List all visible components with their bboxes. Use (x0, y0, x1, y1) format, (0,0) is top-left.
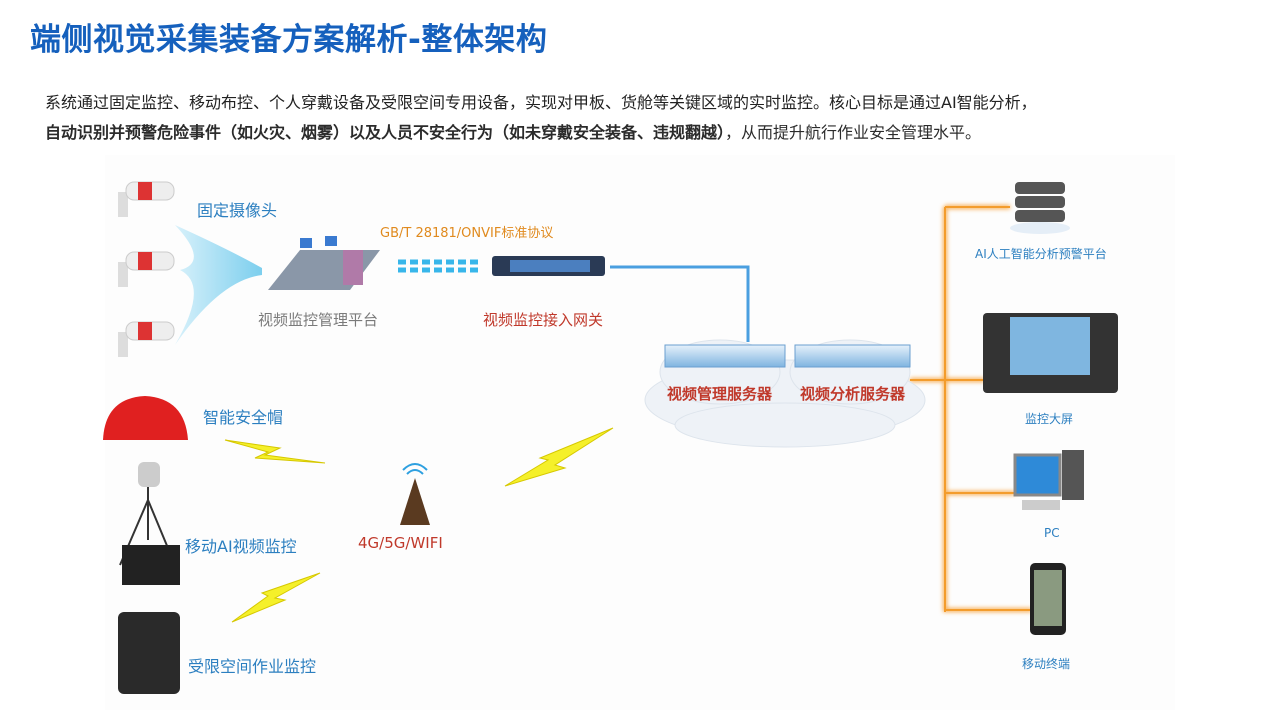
analysis-server-label: 视频分析服务器 (800, 385, 906, 403)
camera-icon (118, 181, 175, 357)
database-icon (1010, 182, 1070, 234)
lightning-icon (224, 427, 614, 623)
case-icon (122, 545, 180, 585)
signal-waves (175, 225, 262, 345)
access-gateway-label: 视频监控接入网关 (483, 311, 604, 329)
blue-link (610, 265, 750, 342)
tower-icon (400, 463, 430, 525)
server-icon (664, 344, 786, 368)
mgmt-server-label: 视频管理服务器 (667, 385, 773, 403)
intro-line-1: 系统通过固定监控、移动布控、个人穿戴设备及受限空间专用设备，实现对甲板、货舱等关… (45, 93, 1037, 112)
platform-icon (268, 236, 380, 290)
intro-rest: ，从而提升航行作业安全管理水平。 (725, 123, 982, 142)
page-title: 端侧视觉采集装备方案解析-整体架构 (30, 22, 548, 58)
intro-highlight: 自动识别并预警危险事件（如火灾、烟雾）以及人员不安全行为（如未穿戴安全装备、违规… (45, 123, 726, 142)
video-wall-icon (983, 313, 1118, 393)
pc-icon (1013, 450, 1084, 510)
intro-line-2: 自动识别并预警危险事件（如火灾、烟雾）以及人员不安全行为（如未穿戴安全装备、违规… (45, 119, 981, 143)
data-arrows (398, 259, 480, 273)
mobile-ai-label: 移动AI视频监控 (185, 537, 297, 556)
ai-platform-label: AI人工智能分析预警平台 (975, 247, 1107, 261)
architecture-diagram (105, 155, 1175, 710)
orange-links (910, 205, 1032, 612)
protocol-label: GB/T 28181/ONVIF标准协议 (380, 226, 554, 241)
helmet-icon (103, 396, 188, 440)
video-wall-label: 监控大屏 (1025, 412, 1074, 426)
mobile-terminal-label: 移动终端 (1022, 657, 1071, 671)
fixed-camera-label: 固定摄像头 (197, 201, 278, 220)
server-icon (794, 344, 911, 368)
phone-icon (1030, 563, 1066, 635)
confined-kit-icon (118, 612, 180, 694)
smart-helmet-label: 智能安全帽 (203, 408, 284, 427)
pc-label: PC (1044, 526, 1060, 540)
vms-platform-label: 视频监控管理平台 (258, 311, 379, 329)
confined-space-label: 受限空间作业监控 (188, 657, 317, 676)
wireless-label: 4G/5G/WIFI (358, 534, 443, 552)
